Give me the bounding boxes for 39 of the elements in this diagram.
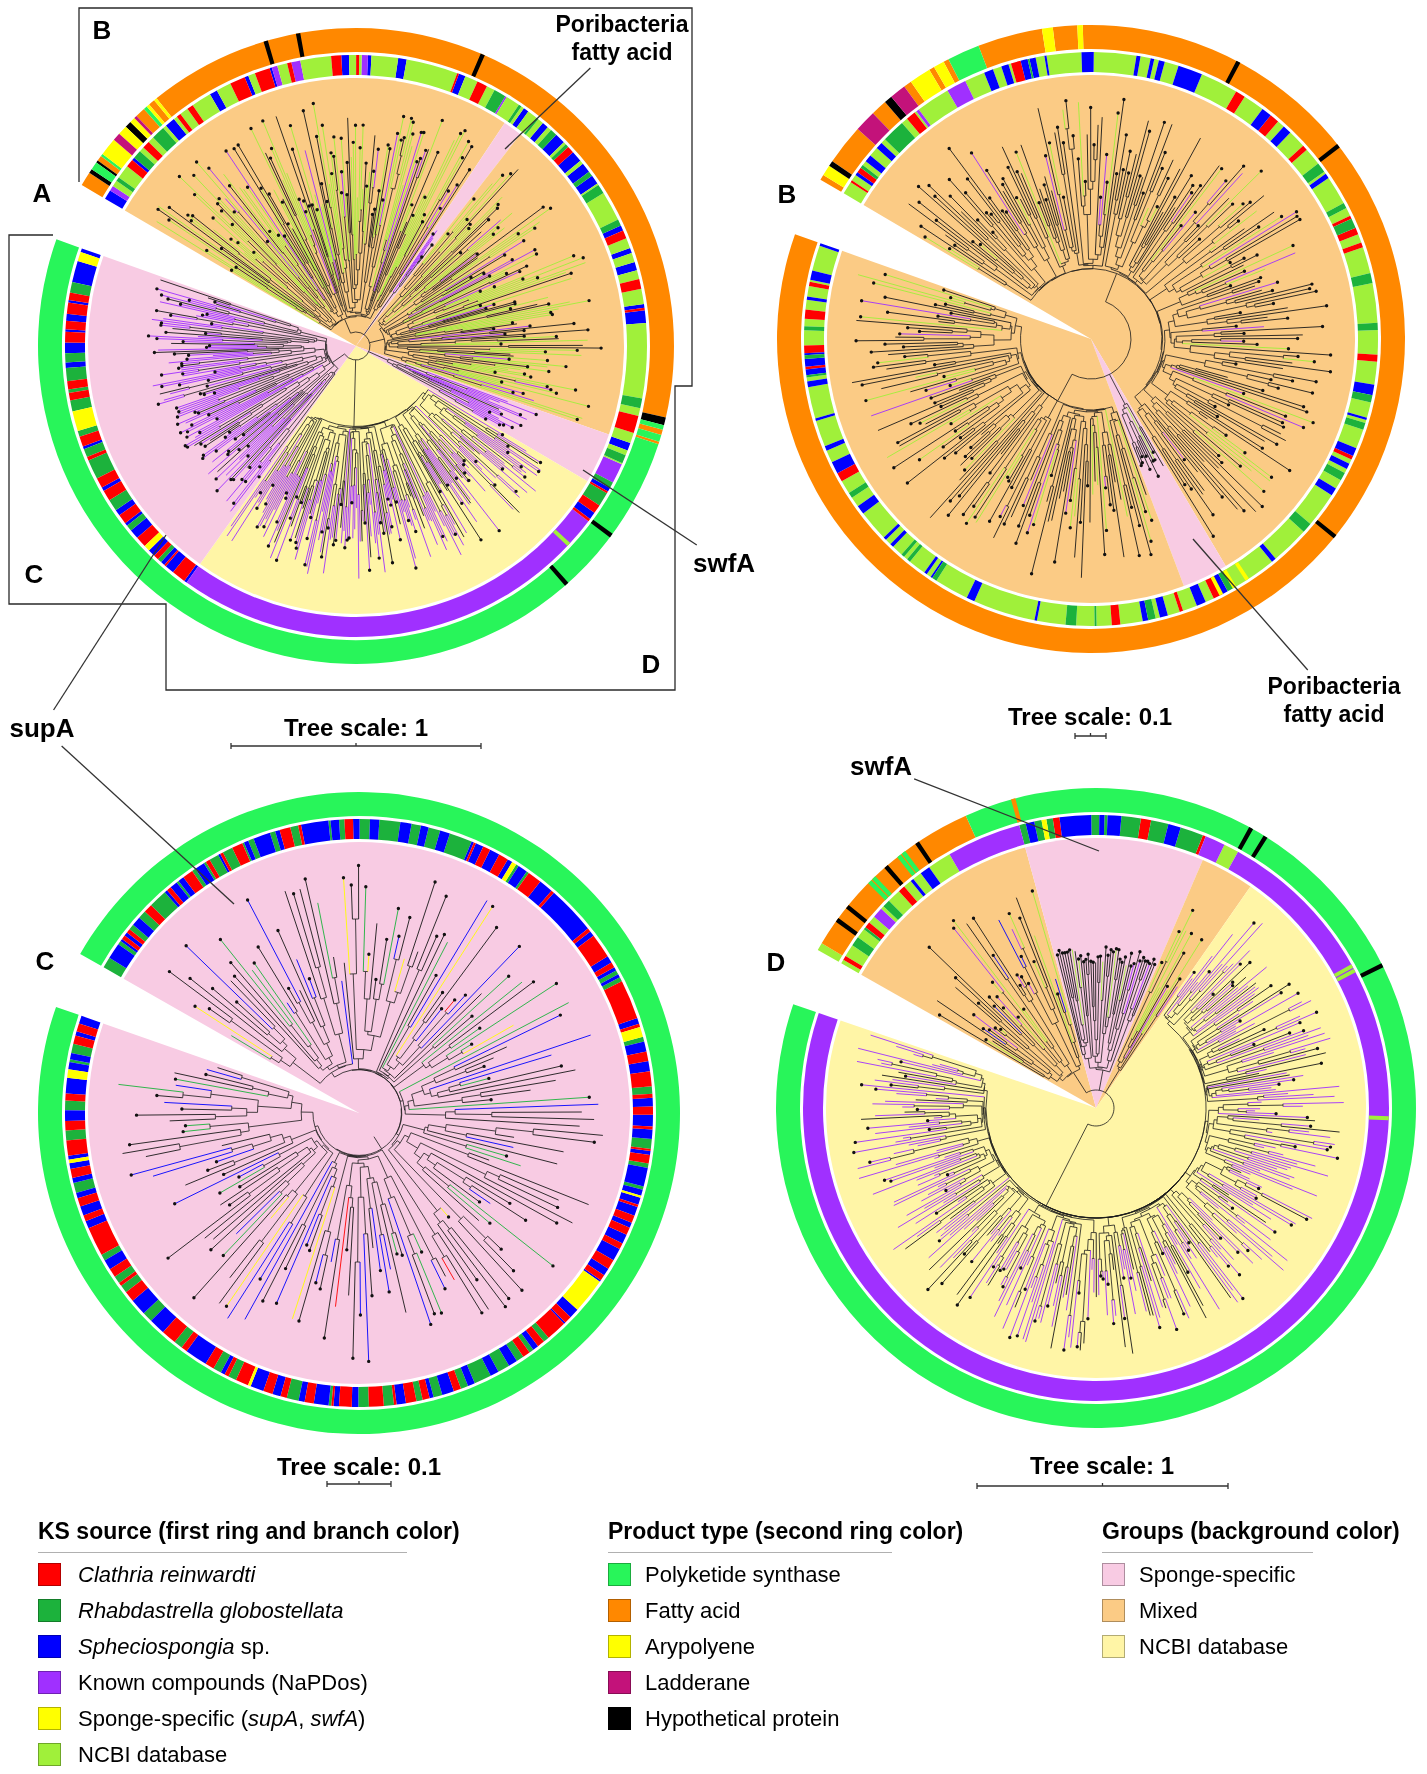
panel-letter: C [35,947,55,977]
legend-label: Rhabdastrella globostellata [78,1597,344,1623]
legend-label: Fatty acid [645,1597,741,1623]
clade-label: swfA [850,750,913,782]
legend-label: Hypothetical protein [645,1705,840,1731]
scale-label: Tree scale: 0.1 [277,1453,442,1481]
panel-letter: C [24,560,44,590]
scale-label: Tree scale: 1 [1030,1452,1175,1480]
scale-label: Tree scale: 1 [284,714,429,742]
legend-label: Known compounds (NaPDos) [78,1669,368,1695]
leader-line [913,778,1100,852]
legend-label: Clathria reinwardti [78,1561,256,1587]
panel-letter: A [32,179,52,209]
clade-label: swfA [693,547,756,579]
clade-label: Poribacteria fatty acid [555,10,689,66]
legend-label: Polyketide synthase [645,1561,841,1587]
leader-line [61,745,235,905]
leader-line [1192,538,1309,671]
leader-line [582,469,698,546]
legend-label: NCBI database [1139,1633,1289,1659]
clade-label: Poribacteria fatty acid [1267,672,1401,728]
leader-line [52,534,167,711]
panel-letter: D [766,948,786,978]
panel-letter: B [92,16,112,46]
clade-label: supA [9,712,75,744]
legend-label: Sponge-specific [1139,1561,1296,1587]
scale-label: Tree scale: 0.1 [1008,703,1173,731]
legend-heading: KS source (first ring and branch color) [38,1518,460,1545]
panel-letter: B [777,180,797,210]
legend-label: Arypolyene [645,1633,756,1659]
legend-label: Mixed [1139,1597,1198,1623]
legend-label: NCBI database [78,1741,228,1767]
legend-label: Spheciospongia sp. [78,1633,271,1659]
panel-letter: D [641,650,661,680]
legend-label: Sponge-specific (supA, swfA) [78,1705,366,1731]
legend-heading: Product type (second ring color) [608,1518,964,1545]
leader-line [504,67,592,150]
legend-heading: Groups (background color) [1102,1518,1400,1545]
legend-label: Ladderane [645,1669,751,1695]
